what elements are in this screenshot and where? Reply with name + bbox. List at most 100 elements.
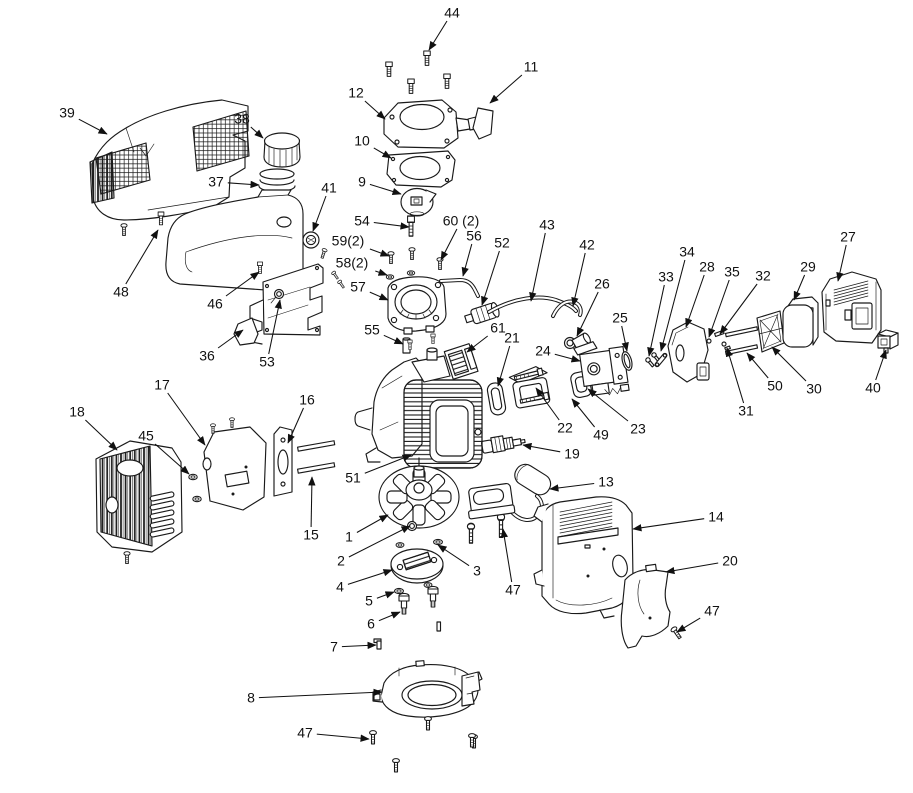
part-plug-boot: [514, 463, 552, 496]
leader-line-2: [348, 525, 411, 558]
part-insulator: [508, 366, 551, 409]
leader-line-7: [341, 641, 377, 650]
leader-line-45: [154, 443, 190, 475]
part-air-filter: [782, 296, 819, 348]
leader-line-31: [725, 347, 745, 404]
leader-line-15: [308, 476, 316, 528]
callout-54: 54: [354, 213, 370, 229]
callout-28: 28: [699, 259, 715, 275]
part-flywheel-group: [373, 465, 460, 650]
part-muffler-group: [95, 417, 336, 565]
leader-line-8: [258, 688, 383, 699]
leader-line-44: [428, 20, 448, 51]
leader-line-11: [489, 74, 523, 104]
leader-line-5: [376, 591, 395, 599]
leader-line-51: [364, 454, 412, 474]
callout-51: 51: [345, 470, 361, 486]
leader-line-23: [587, 388, 629, 422]
callout-18: 18: [69, 404, 85, 420]
callout-43: 43: [539, 217, 555, 233]
leader-line-55: [383, 334, 404, 345]
callout-2: 2: [337, 553, 345, 569]
leader-line-53: [268, 299, 282, 355]
part-fuel-lines: [439, 278, 583, 325]
part-fuel-tank: [165, 168, 328, 292]
callout-19: 19: [564, 446, 580, 462]
leader-line-13: [549, 482, 595, 492]
leader-line-10: [373, 147, 392, 159]
leader-line-26: [576, 291, 599, 337]
callout-8: 8: [247, 690, 255, 706]
callout-3: 3: [473, 563, 481, 579]
leader-line-42: [571, 252, 586, 307]
leader-line-47: [676, 617, 701, 633]
leader-line-43: [529, 232, 546, 302]
leader-line-29: [793, 274, 806, 301]
callout-26: 26: [594, 276, 610, 292]
callout-27: 27: [840, 229, 856, 245]
part-throttle-body-group: [383, 50, 494, 217]
callout-20: 20: [722, 553, 738, 569]
callout-21: 21: [504, 330, 520, 346]
leader-line-47: [316, 733, 370, 742]
callout-32: 32: [755, 268, 771, 284]
callout-23: 23: [630, 421, 646, 437]
part-ignition-coil: [466, 463, 552, 544]
callout-41: 41: [321, 180, 337, 196]
part-clutch: [390, 548, 444, 584]
callout-53: 53: [259, 354, 275, 370]
part-reed-plate: [443, 343, 479, 380]
callout-57: 57: [350, 279, 366, 295]
leader-line-21: [496, 345, 511, 387]
part-carburetor: [573, 341, 630, 396]
leader-line-36: [217, 329, 244, 349]
callout-58(2): 58(2): [336, 255, 369, 271]
callout-39: 39: [59, 105, 75, 121]
leader-line-9: [369, 183, 402, 196]
part-pin-7: [373, 638, 382, 650]
diagram-art: [89, 50, 899, 773]
leader-line-19: [522, 442, 561, 453]
callout-49: 49: [593, 427, 609, 443]
callout-46: 46: [207, 296, 223, 312]
leader-line-1: [356, 514, 389, 533]
leader-line-17: [167, 392, 206, 446]
leader-line-3: [437, 544, 470, 567]
callout-55: 55: [364, 322, 380, 338]
part-screw-49a: [513, 367, 544, 381]
leader-line-37: [227, 180, 260, 189]
part-air-filter-cover: [821, 271, 882, 344]
callout-50: 50: [767, 378, 783, 394]
callout-33: 33: [658, 269, 674, 285]
part-throttle-handle: [472, 107, 494, 140]
callout-47: 47: [297, 725, 313, 741]
callout-11: 11: [524, 59, 539, 75]
part-cover-9: [400, 187, 437, 217]
callout-13: 13: [598, 474, 614, 490]
callout-7: 7: [330, 639, 338, 655]
leader-line-32: [719, 283, 758, 335]
part-pump-housing-group: [385, 215, 447, 354]
part-hook-bracket: [461, 671, 481, 707]
part-filter-screen: [756, 310, 785, 353]
callout-9: 9: [358, 174, 366, 190]
leader-line-56: [461, 243, 473, 277]
leader-line-33: [647, 284, 665, 357]
leader-line-46: [225, 271, 260, 297]
part-gasket-10: [386, 150, 456, 188]
part-guard: [620, 563, 684, 649]
part-tank-bracket: [233, 261, 346, 346]
leader-line-6: [378, 611, 401, 622]
part-carburetor-group: [443, 332, 633, 454]
leader-line-59(2): [369, 248, 390, 257]
leader-line-47: [500, 528, 513, 583]
part-pin-small: [436, 621, 442, 632]
callout-48: 48: [113, 284, 129, 300]
callout-52: 52: [494, 235, 510, 251]
leader-line-20: [665, 562, 719, 575]
callout-4: 4: [336, 579, 344, 595]
part-o-ring-25: [621, 351, 633, 371]
callout-16: 16: [299, 392, 315, 408]
part-airbox-group: [645, 271, 899, 383]
leader-line-61: [466, 335, 489, 353]
